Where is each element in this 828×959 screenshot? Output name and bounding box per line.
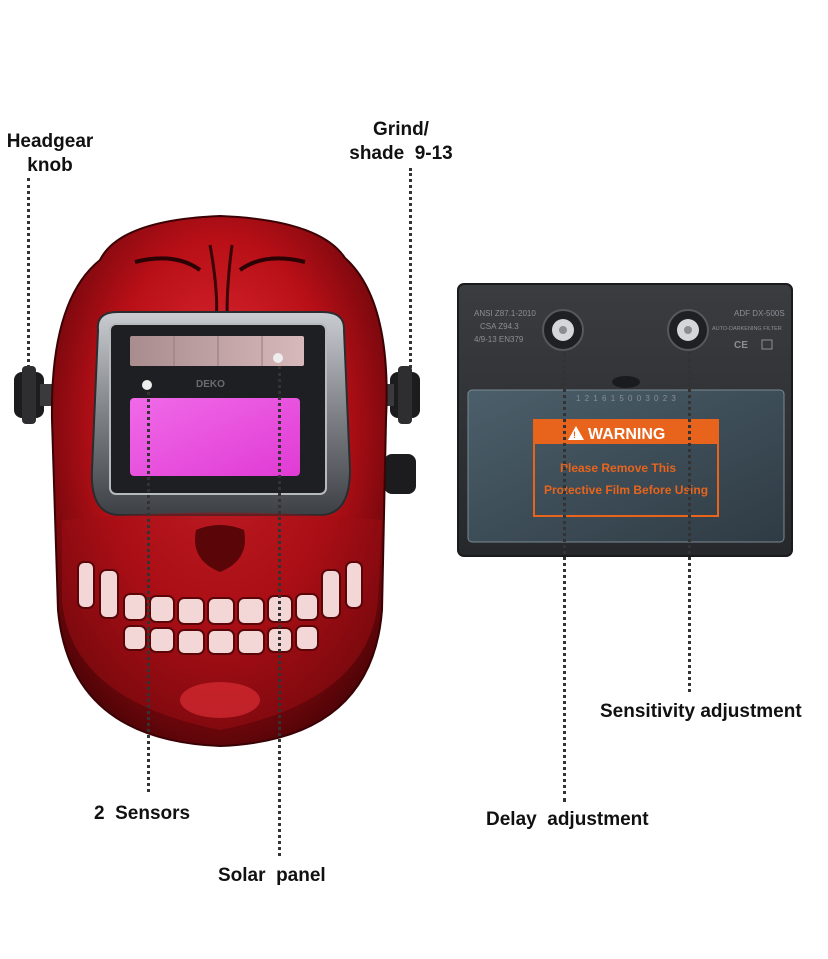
sensitivity-dial-icon: [667, 309, 709, 351]
sensor-dot: [142, 380, 152, 390]
cartridge-serial: 1 2 1 6 1 5 0 0 3 0 2 3: [576, 394, 677, 403]
cartridge-model: ADF DX-500S: [734, 309, 785, 318]
delay-leader: [563, 352, 566, 802]
delay-adjustment-label: Delay adjustment: [486, 809, 649, 830]
skull-teeth: [77, 561, 363, 655]
sensitivity-adjustment-label: Sensitivity adjustment: [600, 701, 802, 722]
warning-line: Protective Film Before Using: [544, 483, 708, 497]
brand-logo: DEKO: [196, 379, 225, 390]
sensors-leader: [147, 392, 150, 792]
side-knob-icon: [384, 454, 416, 494]
sensor-dot: [273, 353, 283, 363]
headgear-knob-leader: [27, 178, 30, 368]
cartridge-subtitle: AUTO-DARKENING FILTER: [712, 326, 782, 332]
grind-shade-knob-icon: [382, 366, 420, 424]
sensitivity-leader: [688, 352, 691, 692]
solar-panel-label: Solar panel: [218, 865, 326, 886]
cartridge-standard: ANSI Z87.1-2010: [474, 309, 536, 318]
auto-darkening-lens: [130, 398, 300, 476]
two-sensors-label: 2 Sensors: [94, 803, 191, 824]
headgear-knob-label: Headgear knob: [6, 131, 94, 176]
solar-panel-leader: [278, 366, 281, 856]
cartridge-standard: 4/9-13 EN379: [474, 335, 524, 344]
warning-title: WARNING: [588, 426, 665, 443]
certification-mark: CE: [734, 340, 748, 351]
headgear-knob-icon: [14, 366, 54, 424]
svg-text:!: !: [573, 430, 576, 440]
grind-shade-leader: [409, 168, 412, 368]
grind-shade-label: Grind/ shade 9-13: [349, 119, 453, 164]
warning-line: Please Remove This: [560, 461, 676, 475]
delay-dial-icon: [542, 309, 584, 351]
cartridge-standard: CSA Z94.3: [480, 322, 519, 331]
